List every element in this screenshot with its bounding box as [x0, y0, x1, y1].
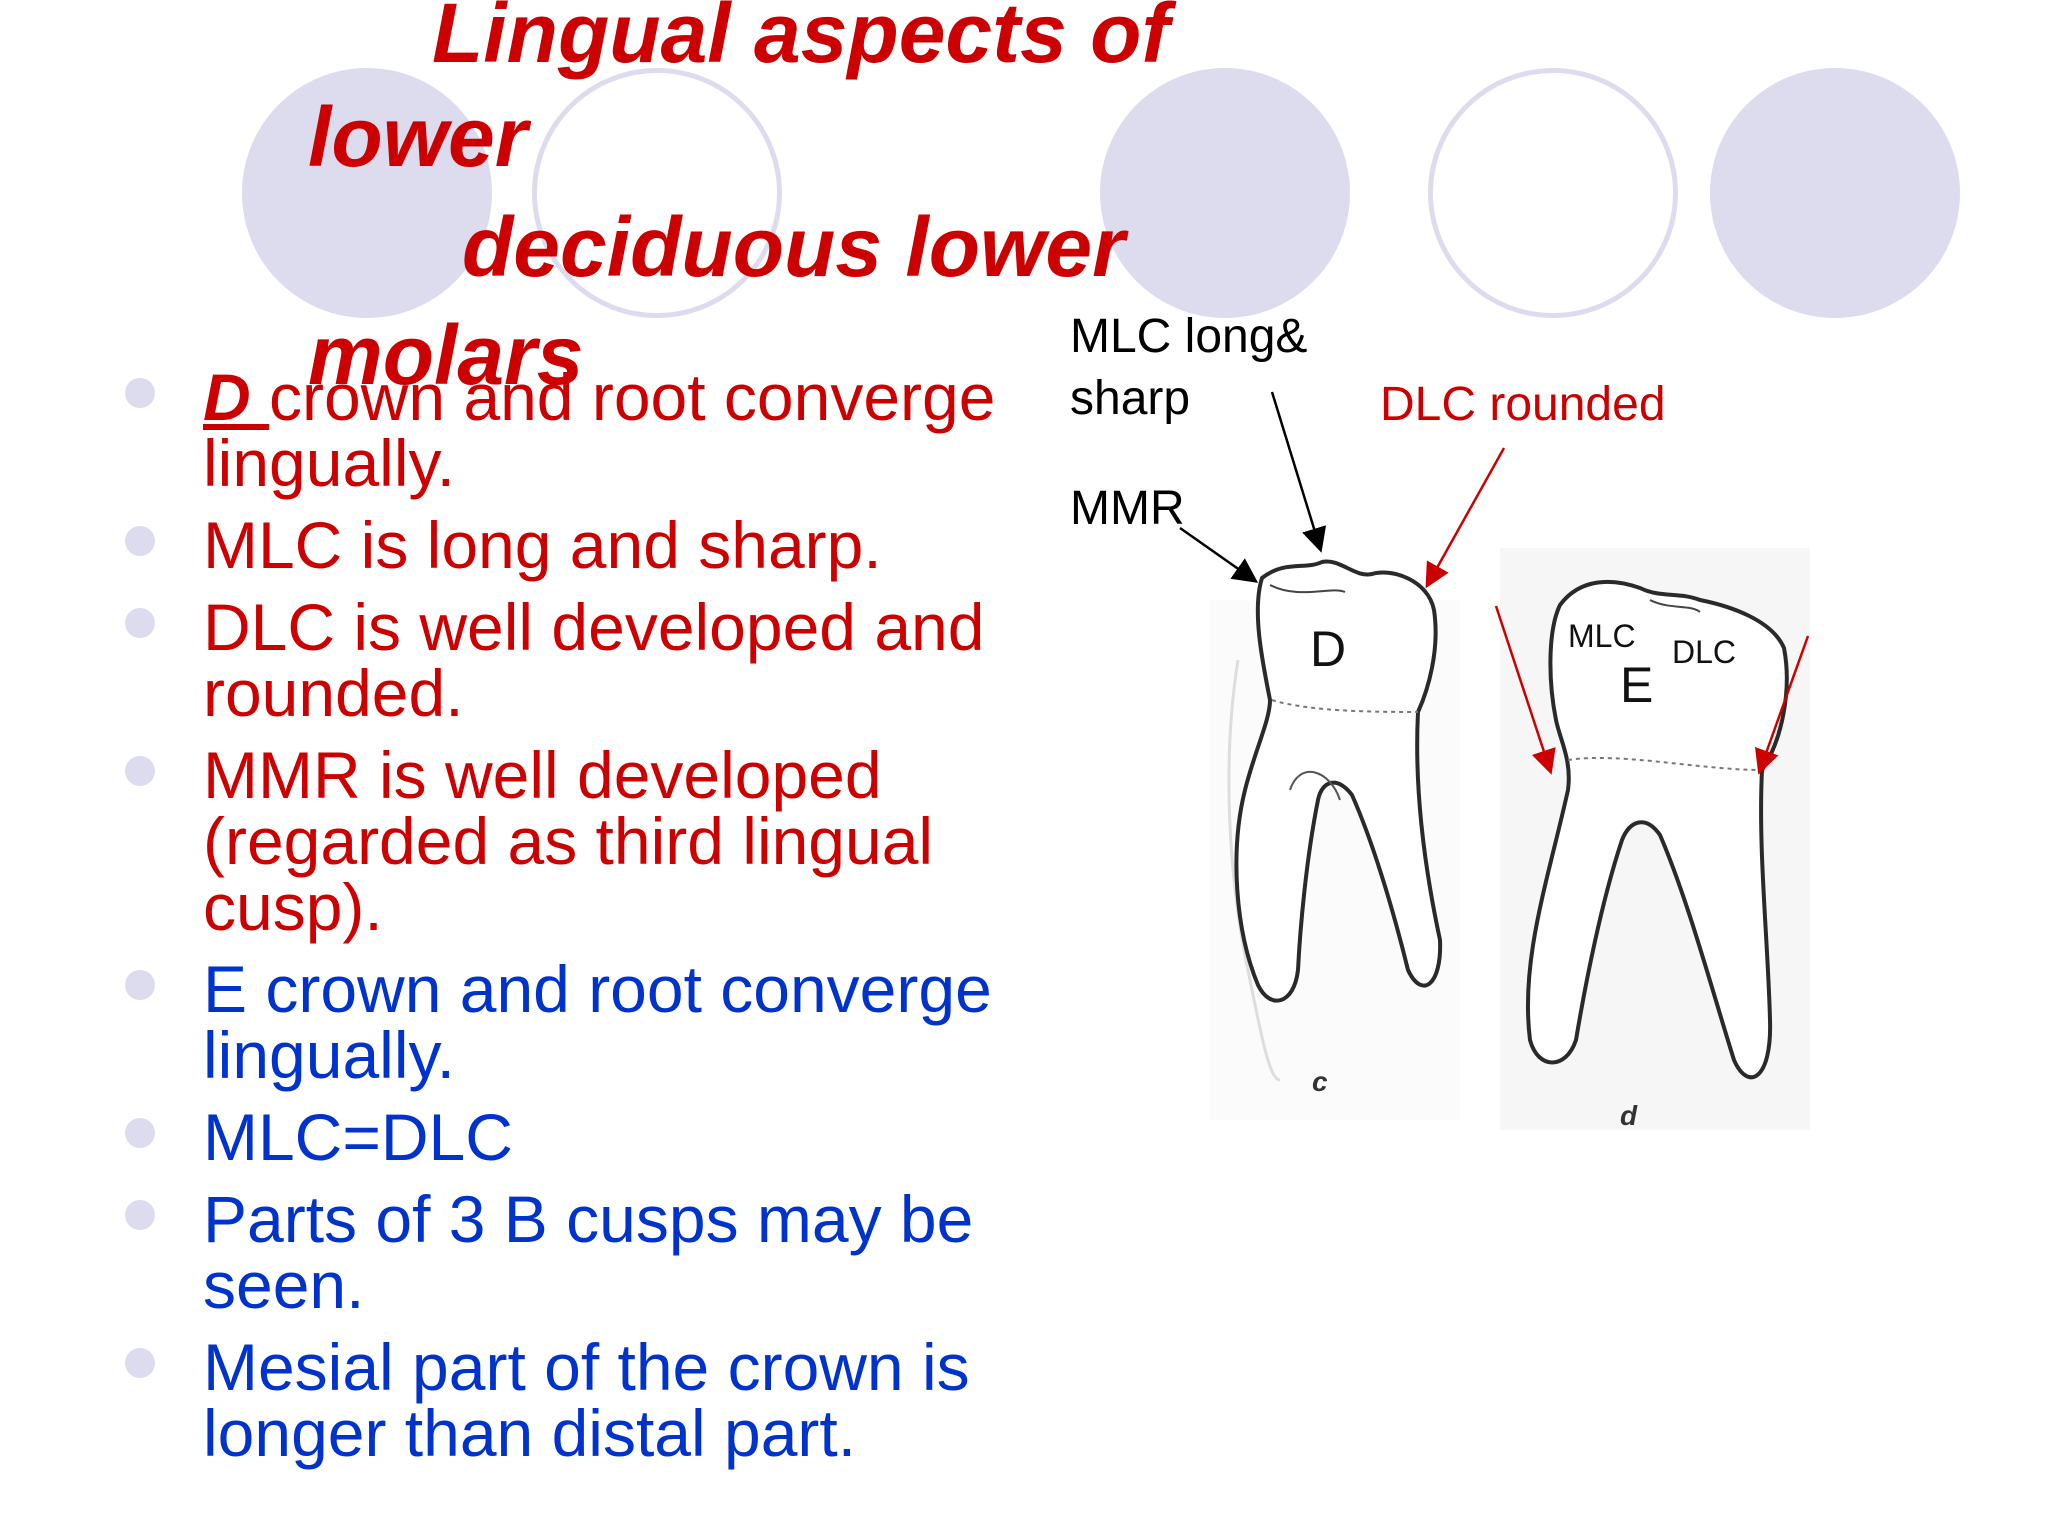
title-line-3: deciduous lower: [462, 200, 1125, 294]
bullet-prefix-d: D: [203, 360, 269, 434]
annotation-mlc: MLC long& sharp: [1070, 310, 1308, 425]
arrow-e-distal: [1754, 635, 1810, 775]
annotation-dlc: DLC rounded: [1380, 378, 1666, 431]
bullet-item-4: MMR is well developed (regarded as third…: [125, 742, 1045, 940]
bullet-dot-icon: [125, 526, 155, 556]
arrow-e-mesial: [1494, 605, 1556, 775]
tooth-e-outline: [1525, 579, 1789, 1080]
tooth-e-label: E: [1620, 657, 1654, 713]
tooth-d-cej-line: [1271, 699, 1419, 713]
bullet-dot-icon: [125, 608, 155, 638]
bullet-text: E crown and root converge lingually.: [203, 952, 992, 1092]
tooth-d-outline: [1234, 559, 1443, 1003]
tooth-e-crown-groove: [1649, 599, 1701, 613]
annotation-mmr: MMR: [1070, 482, 1185, 535]
bullet-item-8: Mesial part of the crown is longer than …: [125, 1334, 1045, 1466]
bullet-text: Mesial part of the crown is longer than …: [203, 1330, 970, 1470]
bullet-dot-icon: [125, 1200, 155, 1230]
bullet-dot-icon: [125, 378, 155, 408]
figure-caption-c: c: [1312, 1066, 1328, 1097]
bullet-dot-icon: [125, 756, 155, 786]
bullet-item-7: Parts of 3 B cusps may be seen.: [125, 1186, 1045, 1318]
decor-circle-3: [1100, 68, 1350, 318]
bullet-text: MLC=DLC: [203, 1100, 513, 1174]
tooth-e-dlc-label: DLC: [1672, 634, 1737, 670]
bullet-text: MMR is well developed (regarded as third…: [203, 738, 934, 944]
bullet-dot-icon: [125, 1118, 155, 1148]
title-line-2: lower: [308, 90, 528, 184]
decor-circle-2: [532, 68, 782, 318]
bullet-item-2: MLC is long and sharp.: [125, 512, 1045, 578]
bullet-text: DLC is well developed and rounded.: [203, 590, 985, 730]
title-line-1: Lingual aspects of: [432, 0, 1170, 80]
decor-circle-5: [1710, 68, 1960, 318]
decor-circle-4: [1428, 68, 1678, 318]
bullet-list: D crown and root converge lingually. MLC…: [125, 364, 1045, 1482]
bullet-text: Parts of 3 B cusps may be seen.: [203, 1182, 974, 1322]
bullet-item-6: MLC=DLC: [125, 1104, 1045, 1170]
tooth-d-label: D: [1310, 621, 1347, 677]
bullet-item-1: D crown and root converge lingually.: [125, 364, 1045, 496]
bullet-dot-icon: [125, 970, 155, 1000]
bullet-item-3: DLC is well developed and rounded.: [125, 594, 1045, 726]
arrow-mmr: [1179, 526, 1259, 583]
tooth-e-mlc-label: MLC: [1568, 618, 1636, 654]
arrow-dlc: [1425, 447, 1506, 589]
tooth-d-crown-groove: [1269, 584, 1346, 594]
bullet-item-5: E crown and root converge lingually.: [125, 956, 1045, 1088]
arrow-mlc: [1270, 391, 1327, 553]
bullet-text: crown and root converge lingually.: [203, 360, 996, 500]
decor-circle-1: [242, 68, 492, 318]
tooth-e-cej-line: [1567, 756, 1763, 771]
bullet-dot-icon: [125, 1348, 155, 1378]
bullet-text: MLC is long and sharp.: [203, 508, 882, 582]
title-line-4: molars: [308, 308, 584, 402]
tooth-d-inner-root: [1289, 770, 1341, 801]
figure-caption-d: d: [1620, 1100, 1638, 1131]
